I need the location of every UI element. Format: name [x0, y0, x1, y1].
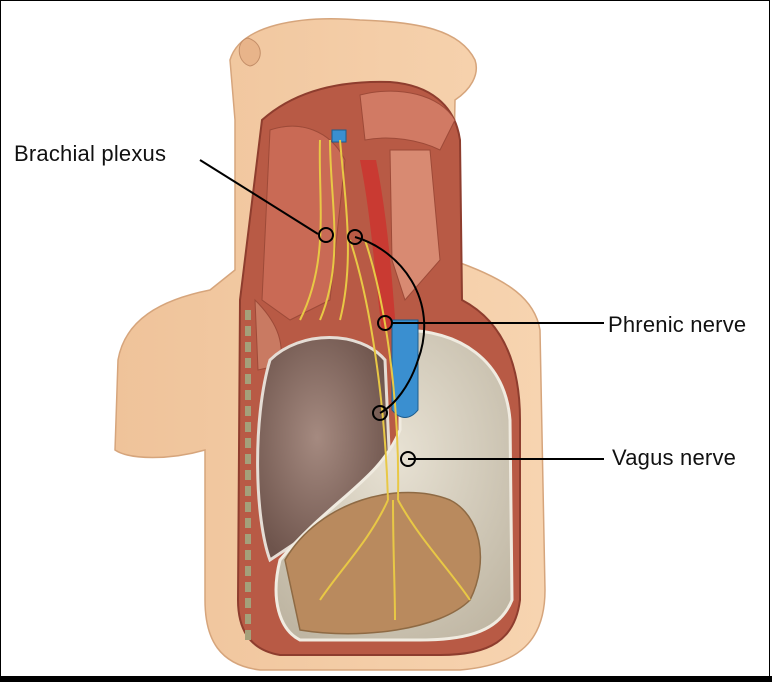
brachial-plexus-label: Brachial plexus — [14, 141, 167, 166]
neck-muscles — [254, 90, 456, 371]
vagus-nerve-marker — [400, 451, 416, 467]
phrenic-nerve-label: Phrenic nerve — [608, 312, 747, 337]
leader-lines — [199, 159, 604, 460]
brachial-plexus-marker — [318, 227, 334, 243]
phrenic-lower-marker — [372, 405, 388, 421]
vagus-nerve-label: Vagus nerve — [612, 445, 737, 470]
bottom-border — [0, 676, 772, 682]
nerves — [299, 139, 471, 621]
marker-circles — [318, 227, 416, 467]
vessels — [331, 129, 419, 418]
phrenic-origin-marker — [347, 229, 363, 245]
phrenic-nerve-marker — [377, 315, 393, 331]
lower-lung-lobe — [284, 491, 482, 635]
